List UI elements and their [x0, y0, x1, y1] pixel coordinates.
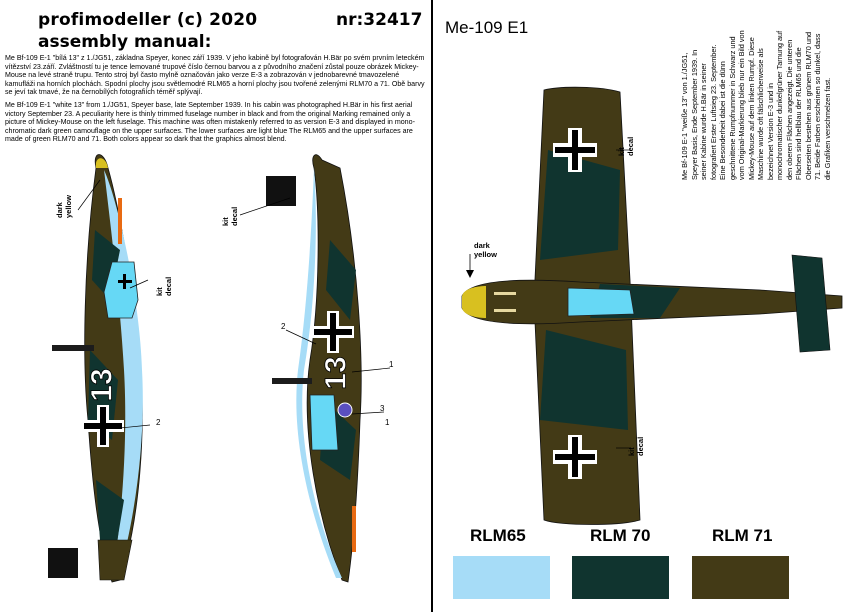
- right-page: Me-109 E1: [433, 0, 864, 612]
- english-description: Me Bf-109 E-1 "white 13" from 1./JG51, S…: [5, 101, 415, 144]
- side-view-right: [239, 154, 391, 583]
- swatch-label-rlm70: RLM 70: [590, 526, 651, 545]
- camo-patch: [88, 350, 118, 440]
- callout-3-right: 3: [380, 404, 385, 413]
- tail-left: [97, 539, 133, 581]
- swatch-rlm70: [572, 556, 669, 599]
- side-view-left: [48, 154, 151, 583]
- camo-patch: [540, 330, 628, 430]
- swatch-label-rlm71: RLM 71: [712, 526, 773, 545]
- page-divider: [431, 0, 433, 612]
- kit-decal-label-bottom: kit decal: [627, 436, 645, 456]
- callout-2-left: 2: [156, 418, 161, 427]
- callout-1-right-b: 1: [385, 418, 390, 427]
- callout-2-right: 2: [281, 322, 286, 331]
- exhaust-stubs-right: [352, 506, 356, 552]
- swatch-label-rlm65: RLM65: [470, 526, 526, 545]
- dark-yellow-label-top: dark yellow: [474, 241, 497, 259]
- swatch-rlm71: [692, 556, 789, 599]
- lower-surface-right: [296, 168, 342, 578]
- german-description: Me Bf-109 E-1 "weiße 13" von 1./JG51, Sp…: [680, 30, 832, 180]
- mickey-mouse-emblem: [337, 402, 353, 418]
- swastika-box: [48, 548, 78, 578]
- yellow-nose: [95, 158, 108, 168]
- wing-stub-right: [272, 378, 312, 384]
- aircraft-title: Me-109 E1: [445, 18, 529, 37]
- wing-cross-bottom: [553, 435, 597, 479]
- canopy-top: [567, 287, 635, 317]
- callout-1-right-a: 1: [389, 360, 394, 369]
- camo-patch: [540, 150, 620, 260]
- canopy: [103, 261, 139, 319]
- camo-patch: [326, 240, 356, 320]
- czech-description: Me Bf-109 E-1 "bílá 13" z 1./JG51, zákla…: [5, 54, 425, 97]
- wing-stub: [52, 345, 94, 351]
- canopy-right: [309, 394, 339, 451]
- left-page: profimodeller (c) 2020 nr:32417 assembly…: [5, 10, 425, 583]
- brand-title: profimodeller (c) 2020: [38, 10, 258, 30]
- manual-subtitle: assembly manual:: [38, 32, 212, 52]
- swatch-rlm65: [453, 556, 550, 599]
- exhaust-stubs: [118, 198, 122, 244]
- kit-decal-label-top: kit decal: [617, 136, 635, 156]
- yellow-nose-top: [462, 286, 486, 318]
- tailplane: [791, 254, 831, 353]
- wing-cross-top: [553, 128, 597, 172]
- kit-number: nr:32417: [336, 10, 423, 30]
- lower-surface-left: [104, 170, 143, 578]
